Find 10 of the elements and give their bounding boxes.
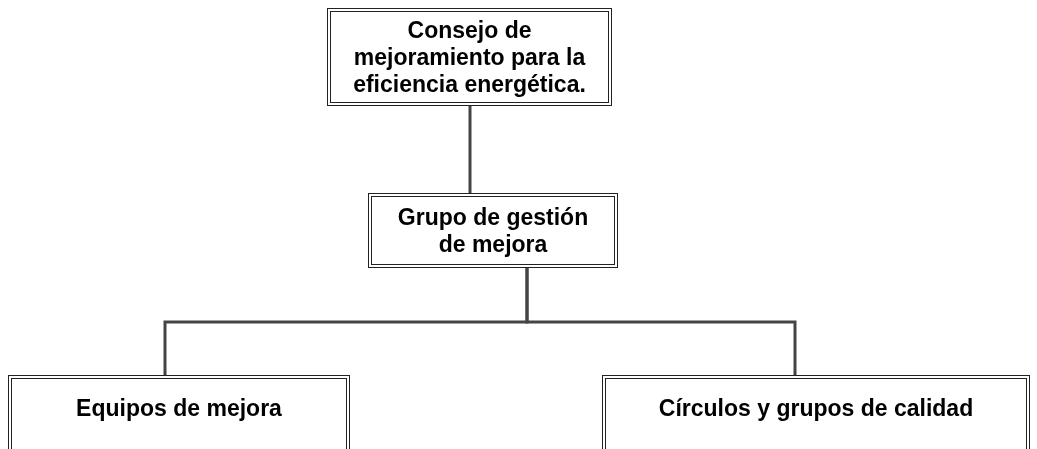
box-label: Consejo de mejoramiento para la eficiencia energética.: [352, 16, 587, 98]
box-label: Grupo de gestión de mejora: [396, 203, 590, 258]
org-box: [602, 375, 1030, 449]
box-label: Círculos y grupos de calidad: [658, 395, 974, 422]
org-box: [368, 193, 618, 268]
box-label: Equipos de mejora: [76, 395, 282, 422]
connector-line: [468, 106, 472, 193]
connector-line: [525, 268, 797, 375]
org-box: [327, 8, 612, 106]
org-box: [8, 375, 350, 449]
